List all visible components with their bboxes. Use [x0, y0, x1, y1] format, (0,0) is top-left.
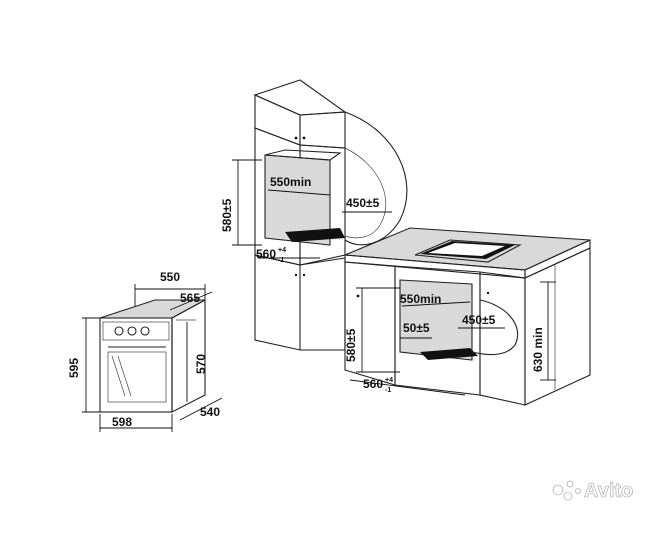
label-upper-niche-width: 560: [256, 247, 276, 261]
label-lower-vent-height: 50±5: [403, 321, 430, 335]
label-oven-width: 598: [112, 415, 132, 429]
label-lower-vent-depth: 450±5: [462, 313, 496, 327]
label-upper-tolerance-minus: -1: [278, 257, 284, 264]
label-oven-front-height: 570: [194, 354, 208, 374]
label-oven-height: 595: [67, 358, 81, 378]
label-upper-niche-height: 580±5: [220, 198, 234, 232]
label-lower-niche-height: 580±5: [344, 328, 358, 362]
upper-cabinet: [253, 79, 408, 351]
counter-dimension-lines: [349, 281, 556, 396]
watermark-text: Avito: [584, 480, 633, 502]
label-lower-tolerance-minus: -1: [385, 387, 391, 394]
label-counter-height: 630 min: [531, 327, 545, 372]
label-lower-niche-width: 560: [363, 377, 383, 391]
label-oven-body-width: 550: [160, 270, 180, 284]
label-upper-niche-depth: 550min: [270, 175, 311, 189]
label-upper-vent-depth: 450±5: [346, 196, 380, 210]
avito-watermark: Avito: [552, 480, 634, 502]
oven-dimension-lines: [82, 284, 223, 432]
oven-unit: [99, 299, 206, 413]
label-oven-total-depth: 565: [180, 291, 200, 305]
avito-logo-icon: [552, 484, 564, 496]
counter-cabinet: [344, 227, 591, 406]
upper-dimension-lines: [232, 159, 392, 259]
label-upper-tolerance-plus: +4: [278, 247, 286, 254]
label-lower-tolerance-plus: +4: [385, 377, 393, 384]
label-oven-depth: 540: [200, 405, 220, 419]
label-lower-niche-depth: 550min: [400, 292, 441, 306]
